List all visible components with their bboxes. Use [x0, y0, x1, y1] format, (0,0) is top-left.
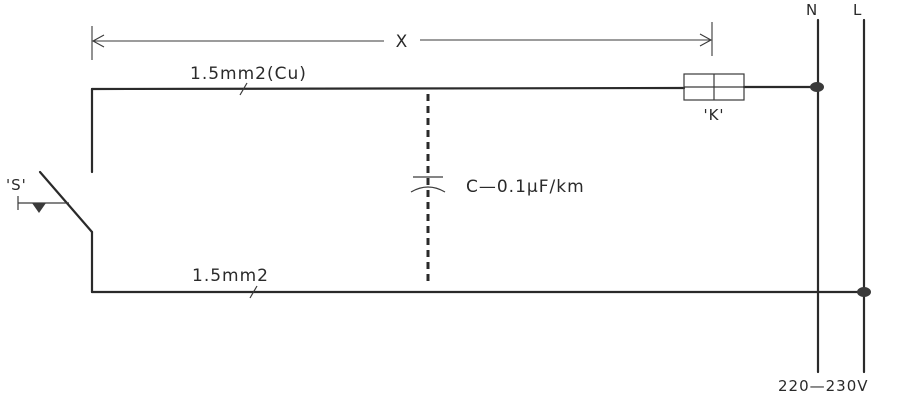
capacitance: C—0.1µF/km: [410, 94, 585, 285]
bottom-wire: 1.5mm2: [90, 266, 866, 299]
relay-label: 'K': [703, 106, 724, 124]
neutral-label: N: [806, 1, 818, 19]
neutral-node: [810, 82, 824, 92]
capacitance-label: C—0.1µF/km: [466, 177, 585, 197]
switch-label: 'S': [6, 176, 27, 194]
bottom-wire-label: 1.5mm2: [192, 266, 269, 286]
relay-k: 'K': [683, 73, 745, 124]
top-wire-label: 1.5mm2(Cu): [190, 64, 307, 84]
live-label: L: [853, 1, 862, 19]
supply-lines: N L 220—230V: [778, 1, 871, 395]
dimension-x: X: [91, 22, 713, 60]
live-node: [857, 287, 871, 297]
top-wire: 1.5mm2(Cu): [90, 64, 820, 174]
dimension-label: X: [396, 32, 409, 52]
voltage-label: 220—230V: [778, 377, 869, 395]
switch-s: 'S': [6, 170, 94, 294]
